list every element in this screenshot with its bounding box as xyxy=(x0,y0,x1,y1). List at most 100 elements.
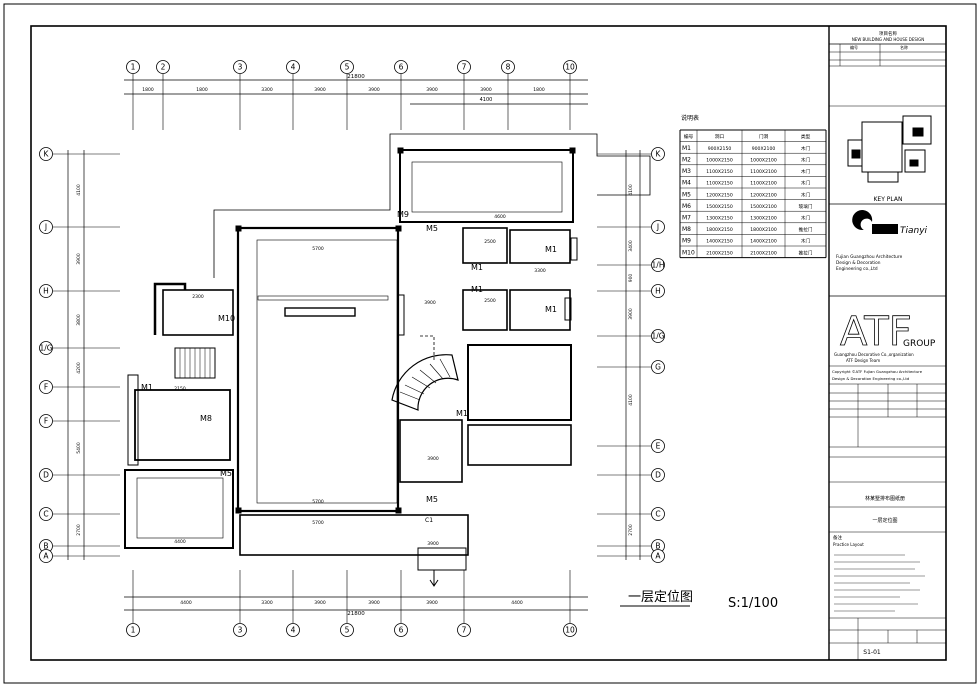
right-dim-label: 3400 xyxy=(628,240,634,252)
key-plan-shape xyxy=(912,127,924,137)
interior-dim: 3900 xyxy=(427,541,439,547)
left-room-bottom xyxy=(124,469,234,549)
atf-letters: ATF xyxy=(840,309,912,355)
right-axis-10-circle xyxy=(651,549,665,563)
spiral-stair xyxy=(391,354,459,411)
left-dim-label: 4100 xyxy=(76,184,82,196)
schedule-cell: 木门 xyxy=(801,157,811,164)
tb-col1: 编号 xyxy=(850,44,858,50)
schedule-cell: 1100X2150 xyxy=(706,169,733,175)
top-axis-0-circle xyxy=(126,60,140,74)
left-room-top xyxy=(162,289,234,336)
left-axis-9-label: A xyxy=(43,552,49,561)
post xyxy=(569,147,576,154)
right-axis-4-circle xyxy=(651,329,665,343)
bottom-axis-3-label: 5 xyxy=(345,626,350,635)
schedule-cell: M9 xyxy=(682,238,691,245)
right-axis-9-label: B xyxy=(655,542,660,551)
interior-dim: 5700 xyxy=(312,520,324,526)
key-plan-shape xyxy=(861,121,903,173)
right-axis-6-label: E xyxy=(656,442,661,451)
schedule-cell: 木门 xyxy=(801,191,811,198)
schedule-cell: M2 xyxy=(682,157,691,164)
right-room-g xyxy=(399,419,463,483)
schedule-cell: M5 xyxy=(682,191,691,198)
tb-key-plan: KEY PLAN xyxy=(874,196,903,203)
schedule-cell: 2100X2150 xyxy=(706,250,733,256)
entry-landing xyxy=(417,547,467,571)
right-dim-label: 3900 xyxy=(628,308,634,320)
schedule-cell: M1 xyxy=(682,145,691,152)
post xyxy=(395,225,402,232)
top-axis-4-label: 5 xyxy=(345,63,350,72)
door-tag-m1c: M1 xyxy=(471,285,483,294)
left-axis-1-label: J xyxy=(44,223,47,232)
key-plan-shape xyxy=(904,149,926,173)
left-dim-label: 2700 xyxy=(76,524,82,536)
schedule-cell: M8 xyxy=(682,226,691,233)
post xyxy=(235,225,242,232)
tb-notes-label: 备注 xyxy=(833,534,842,541)
schedule-cell: 1800X2100 xyxy=(750,227,777,233)
left-axis-0-label: K xyxy=(44,150,50,159)
top-axis-2-label: 3 xyxy=(238,63,243,72)
door-tag-m1b: M1 xyxy=(545,245,557,254)
post xyxy=(395,507,402,514)
right-axis-0-label: K xyxy=(656,150,662,159)
schedule-header: 编号 xyxy=(684,133,694,140)
top-axis-3-circle xyxy=(286,60,300,74)
bottom-axis-5-label: 7 xyxy=(462,626,467,635)
tb-group-2: ATF Design Team xyxy=(846,358,880,363)
post xyxy=(127,374,139,466)
schedule-cell: 1000X2150 xyxy=(706,158,733,164)
schedule-cell: 推拉门 xyxy=(799,249,813,256)
bottom-axis-1-circle xyxy=(233,623,247,637)
dashed-line xyxy=(420,335,435,360)
title-block: 项目名称 NEW BUILDING AND HOUSE DESIGN 编号 名称… xyxy=(829,30,946,660)
tb-notes-lines xyxy=(834,554,925,612)
left-dim-label: 3800 xyxy=(76,314,82,326)
tb-company-1: Fujian Guangzhou Architecture xyxy=(836,254,903,260)
interior-dim: 3900 xyxy=(424,300,436,306)
right-axis-5-label: G xyxy=(655,363,661,372)
outer-site-line xyxy=(213,133,651,278)
schedule-cell: 1500X2100 xyxy=(750,204,777,210)
schedule-cell: 1400X2100 xyxy=(750,239,777,245)
right-axis-8-label: C xyxy=(655,510,660,519)
tb-drawing-name: 一层定位图 xyxy=(872,517,897,524)
tb-sheet-no: S1-01 xyxy=(863,649,881,656)
post xyxy=(397,147,404,154)
left-axis-2-label: H xyxy=(43,287,49,296)
key-plan-shape xyxy=(909,159,919,167)
schedule-header: 门洞 xyxy=(759,133,769,140)
overall-dim-bottom: 21800 xyxy=(347,611,365,617)
left-axis-4-circle xyxy=(39,380,53,394)
schedule-cell: 木门 xyxy=(801,238,811,245)
interior-dim: 3900 xyxy=(427,456,439,462)
bottom-axis-2-label: 4 xyxy=(291,626,296,635)
door-tag-m5b: M5 xyxy=(220,469,232,478)
schedule-header: 类型 xyxy=(801,133,811,140)
overall-dim-top: 21800 xyxy=(347,74,365,80)
left-axis-2-circle xyxy=(39,284,53,298)
schedule-cell: 1800X2150 xyxy=(706,227,733,233)
door-tag-m1e: M1 xyxy=(456,409,468,418)
schedule-cell: 木门 xyxy=(801,145,811,152)
interior-dim: 2500 xyxy=(484,239,496,245)
top-axis-1-label: 2 xyxy=(161,63,166,72)
tb-copyright-2: Design & Decoration Engineering co.,Ltd xyxy=(832,376,910,381)
top-axis-5-circle xyxy=(394,60,408,74)
top-axis-6-label: 7 xyxy=(462,63,467,72)
hall-walls xyxy=(236,226,400,513)
post xyxy=(397,294,405,336)
door-tag-m8: M8 xyxy=(200,414,212,423)
tb-company-2: Design & Decoration xyxy=(836,260,881,266)
schedule-cell: 1000X2100 xyxy=(750,158,777,164)
schedule-cell: M3 xyxy=(682,168,691,175)
